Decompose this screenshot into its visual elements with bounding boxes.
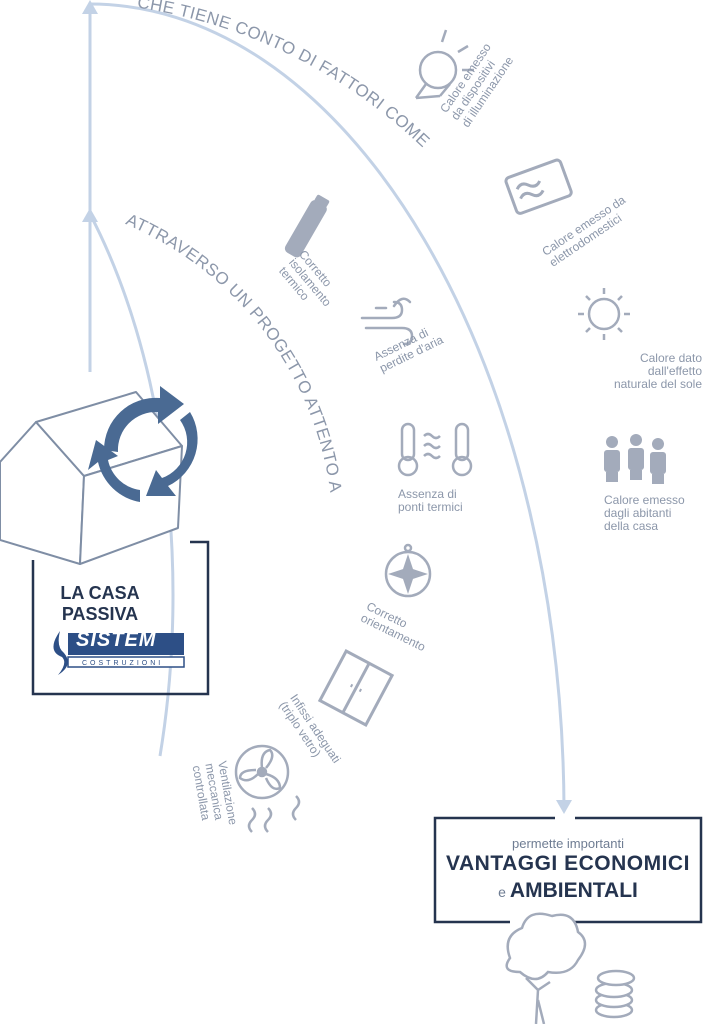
sun-icon: [578, 288, 630, 340]
vantaggi-intro: permette importanti: [512, 836, 624, 851]
vantaggi-ambientali-word: AMBIENTALI: [509, 879, 638, 902]
casa-title: LA CASA PASSIVA: [40, 583, 160, 625]
wind-icon: [360, 297, 414, 346]
factor-label-sole: Calore dato dall'effetto naturale del so…: [613, 351, 702, 391]
microwave-icon: [504, 158, 573, 215]
logo-subtitle: COSTRUZIONI: [82, 660, 164, 667]
cycle-arrows-icon: [88, 386, 198, 502]
thermos-icon: [284, 194, 330, 258]
casa-frame: [31, 540, 210, 696]
outer-arc-arrowheads: [82, 0, 572, 814]
compass-icon: [384, 543, 432, 598]
lightbulb-icon: [414, 29, 474, 100]
fan-icon: [234, 744, 301, 833]
vantaggi-frame: [433, 816, 703, 924]
casa-title-line1: LA CASA: [60, 583, 140, 603]
vantaggi-and: e: [498, 884, 506, 900]
sistem-logo: [53, 631, 185, 675]
tree-icon: [505, 912, 587, 1024]
window-icon: [317, 649, 395, 727]
vantaggi-economici: VANTAGGI ECONOMICI: [446, 852, 690, 875]
casa-title-line2: PASSIVA: [61, 604, 139, 624]
people-icon: [604, 434, 666, 484]
coins-icon: [594, 969, 636, 1019]
logo-wordmark: SISTEM: [76, 629, 157, 651]
factor-label-abitanti: Calore emesso dagli abitanti della casa: [604, 493, 685, 533]
thermometer-icon: [397, 422, 473, 477]
inner-arc-arrowhead: [82, 208, 98, 222]
factor-label-ponti-termici: Assenza di ponti termici: [398, 487, 463, 514]
